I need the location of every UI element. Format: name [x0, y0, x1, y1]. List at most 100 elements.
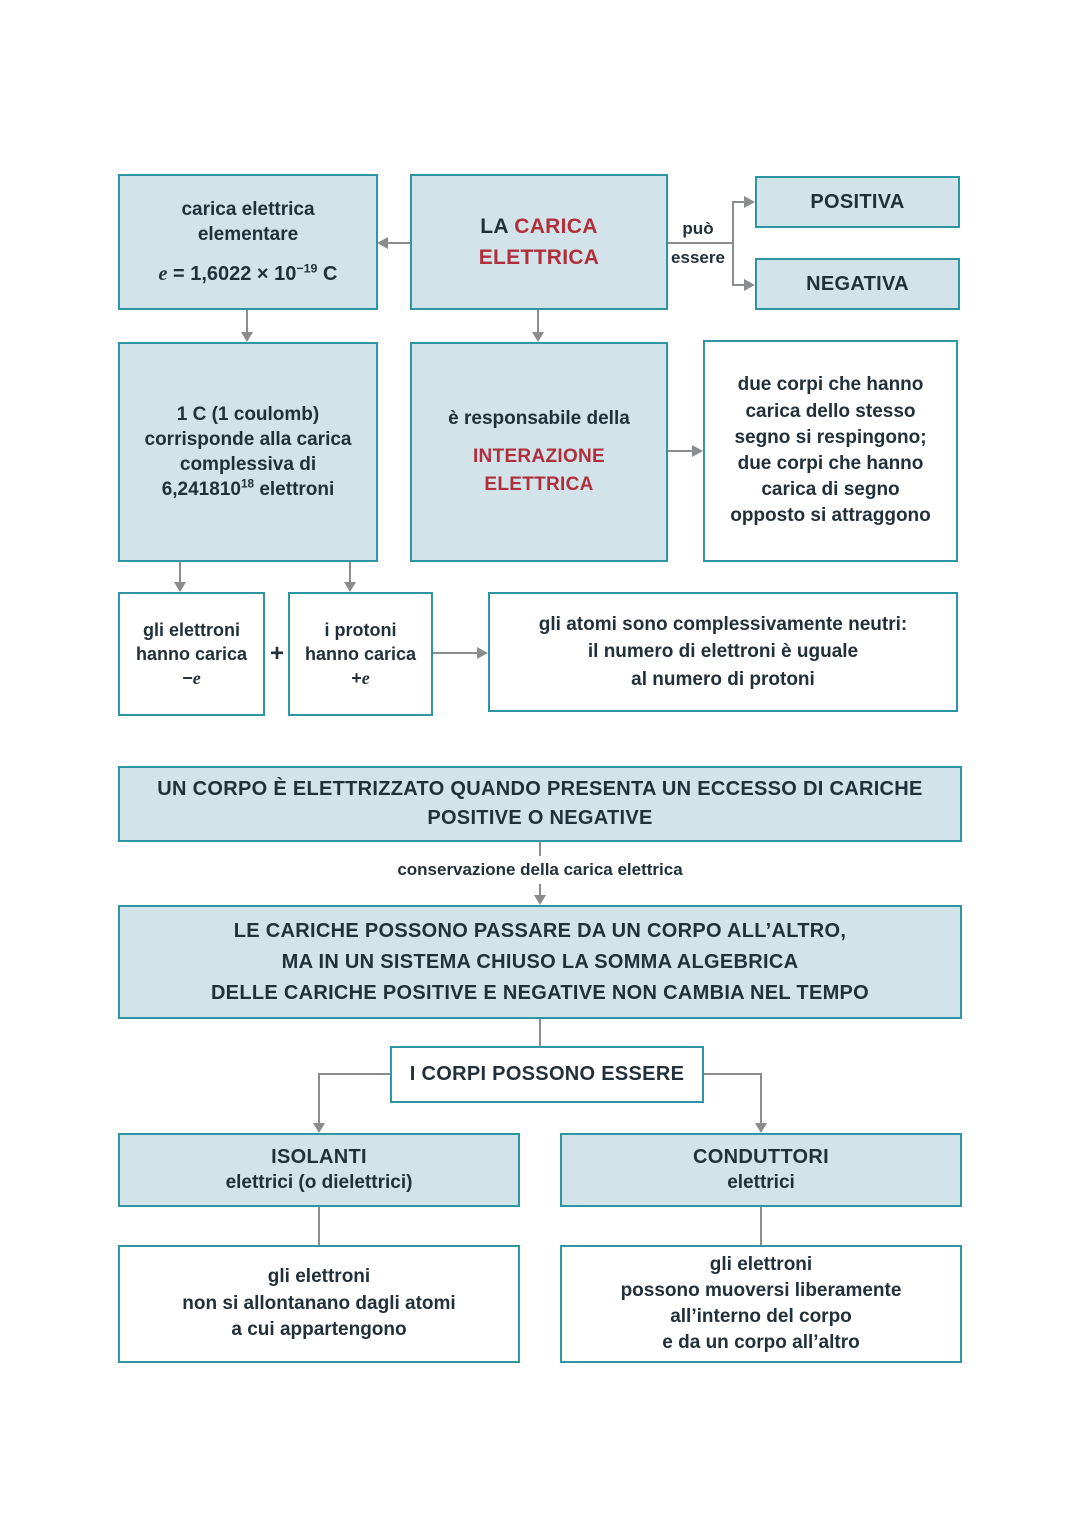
- node-text: MA IN UN SISTEMA CHIUSO LA SOMMA ALGEBRI…: [281, 950, 799, 973]
- node-carica-elementare: carica elettrica elementare e = 1,6022 ×…: [118, 174, 378, 310]
- arrowhead-down-icon: [755, 1123, 767, 1133]
- connector-line: [388, 242, 410, 244]
- node-text: elementare: [197, 223, 299, 245]
- node-text: POSITIVE O NEGATIVE: [427, 807, 653, 829]
- node-text: gli elettroni: [142, 619, 240, 640]
- node-isolanti: ISOLANTI elettrici (o dielettrici): [118, 1133, 520, 1207]
- node-text: i protoni: [324, 619, 397, 640]
- arrowhead-right-icon: [692, 445, 703, 457]
- node-text: e da un corpo all’altro: [662, 1332, 860, 1354]
- node-text: I CORPI POSSONO ESSERE: [409, 1063, 685, 1085]
- node-text: DELLE CARICHE POSITIVE E NEGATIVE NON CA…: [210, 981, 870, 1004]
- formula-unit: C: [323, 262, 338, 285]
- node-conduttori-desc: gli elettroni possono muoversi liberamen…: [560, 1245, 962, 1363]
- connector-line: [318, 1073, 390, 1075]
- node-isolanti-desc: gli elettroni non si allontanano dagli a…: [118, 1245, 520, 1363]
- connector-line: [539, 842, 541, 856]
- node-text: opposto si attraggono: [730, 505, 931, 527]
- connector-line: [318, 1073, 320, 1124]
- node-text: gli elettroni: [267, 1265, 371, 1287]
- charge-value: +e: [351, 666, 370, 690]
- arrowhead-down-icon: [344, 582, 356, 592]
- node-text: NEGATIVA: [806, 272, 909, 295]
- node-due-corpi: due corpi che hanno carica dello stesso …: [703, 340, 958, 562]
- elementary-charge-formula: e = 1,6022 × 10−19 C: [159, 261, 338, 287]
- node-text: carica elettrica: [181, 198, 315, 220]
- arrowhead-right-icon: [477, 647, 488, 659]
- connector-line: [668, 450, 693, 452]
- node-text: hanno carica: [304, 643, 417, 664]
- label-conservazione: conservazione della carica elettrica: [397, 860, 683, 879]
- node-text: hanno carica: [135, 643, 248, 664]
- charge-var: e: [192, 668, 201, 689]
- electron-count-unit: elettroni: [259, 479, 335, 501]
- arrowhead-down-icon: [532, 332, 544, 342]
- node-coulomb: 1 C (1 coulomb) corrisponde alla carica …: [118, 342, 378, 562]
- node-text: corrisponde alla carica: [144, 428, 352, 450]
- title-prefix: LA: [480, 214, 509, 238]
- arrowhead-down-icon: [313, 1123, 325, 1133]
- formula-exponent: −19: [296, 261, 318, 276]
- arrowhead-down-icon: [241, 332, 253, 342]
- node-text: due corpi che hanno: [737, 453, 924, 474]
- node-heading: ISOLANTI: [271, 1146, 367, 1169]
- plus-operator: +: [269, 640, 284, 667]
- electron-count-base: 6,241810: [161, 479, 241, 501]
- node-corpo-elettrizzato: UN CORPO È ELETTRIZZATO QUANDO PRESENTA …: [118, 766, 962, 842]
- connector-line: [433, 652, 478, 654]
- node-text: POSITIVA: [810, 190, 905, 213]
- node-negativa: NEGATIVA: [755, 258, 960, 310]
- node-corpi-possono-essere: I CORPI POSSONO ESSERE: [390, 1046, 704, 1103]
- node-conservazione-carica: LE CARICHE POSSONO PASSARE DA UN CORPO A…: [118, 905, 962, 1019]
- arrowhead-right-icon: [744, 279, 755, 291]
- node-title-line1: LA CARICA: [480, 211, 597, 243]
- node-text: segno si respingono;: [734, 426, 927, 448]
- title-red: CARICA: [514, 214, 598, 238]
- node-text: carica di segno: [761, 479, 900, 501]
- charge-var: e: [361, 668, 370, 689]
- connector-line: [760, 1073, 762, 1124]
- node-interazione: è responsabile della INTERAZIONE ELETTRI…: [410, 342, 668, 562]
- node-atomi-neutri: gli atomi sono complessivamente neutri: …: [488, 592, 958, 712]
- arrowhead-down-icon: [174, 582, 186, 592]
- node-text: il numero di elettroni è uguale: [587, 641, 859, 663]
- connector-line: [732, 202, 734, 286]
- node-protoni-carica: i protoni hanno carica +e: [288, 592, 433, 716]
- arrowhead-right-icon: [744, 196, 755, 208]
- node-la-carica-elettrica: LA CARICA ELETTRICA: [410, 174, 668, 310]
- node-text: carica dello stesso: [745, 400, 916, 422]
- connector-line: [539, 1019, 541, 1046]
- connector-line: [704, 1073, 762, 1075]
- charge-value: −e: [182, 666, 201, 690]
- node-text: UN CORPO È ELETTRIZZATO QUANDO PRESENTA …: [157, 778, 923, 800]
- label-essere: essere: [671, 248, 725, 267]
- formula-var: e: [158, 262, 168, 285]
- node-heading: CONDUTTORI: [693, 1146, 829, 1169]
- arrowhead-down-icon: [534, 895, 546, 905]
- node-text: complessiva di: [179, 454, 317, 475]
- node-text: LE CARICHE POSSONO PASSARE DA UN CORPO A…: [233, 919, 847, 942]
- connector-line: [760, 1207, 762, 1245]
- node-red-line1: INTERAZIONE: [472, 445, 606, 467]
- node-title-line2: ELETTRICA: [478, 246, 600, 269]
- node-positiva: POSITIVA: [755, 176, 960, 228]
- node-elettroni-carica: gli elettroni hanno carica −e: [118, 592, 265, 716]
- node-text: non si allontanano dagli atomi: [182, 1292, 456, 1314]
- electron-count-exponent: 18: [240, 477, 255, 491]
- node-text: due corpi che hanno: [737, 374, 924, 396]
- node-conduttori: CONDUTTORI elettrici: [560, 1133, 962, 1207]
- electron-count: 6,24181018 elettroni: [162, 477, 335, 502]
- connector-line: [537, 310, 539, 333]
- connector-line: [318, 1207, 320, 1245]
- connector-line: [539, 884, 541, 896]
- connector-line: [349, 562, 351, 583]
- node-text: gli atomi sono complessivamente neutri:: [538, 613, 908, 635]
- node-text: 1 C (1 coulomb): [176, 403, 320, 425]
- node-text: all’interno del corpo: [670, 1306, 852, 1327]
- connector-line: [732, 201, 745, 203]
- formula-mid: = 1,6022 × 10: [172, 262, 297, 285]
- connector-line: [668, 242, 734, 244]
- node-subheading: elettrici: [727, 1172, 795, 1194]
- charge-sign: −: [182, 668, 193, 689]
